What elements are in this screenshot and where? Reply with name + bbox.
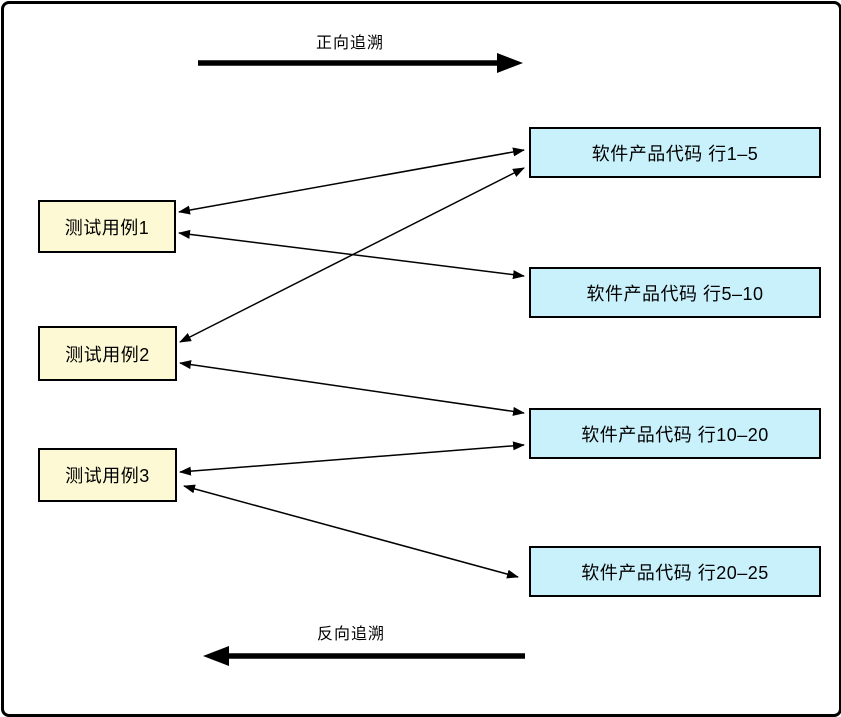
edge-tc3-code-10-20: [179, 441, 525, 476]
edge-tc1-code-5-10: [178, 229, 525, 280]
backward-trace-label: 反向追溯: [316, 626, 385, 643]
node-test-case-2: 测试用例2: [38, 326, 177, 381]
node-code-lines-1-5: 软件产品代码 行1–5: [529, 127, 821, 178]
node-code-lines-10-20: 软件产品代码 行10–20: [529, 408, 821, 459]
edge-tc2-code-1-5: [179, 167, 525, 343]
edge-tc2-code-10-20: [179, 360, 525, 416]
edge-tc1-code-1-5: [178, 147, 525, 215]
node-test-case-3: 测试用例3: [38, 448, 177, 502]
node-code-lines-5-10: 软件产品代码 行5–10: [529, 267, 821, 318]
node-test-case-1: 测试用例1: [38, 200, 176, 253]
edge-tc3-code-20-25: [183, 484, 519, 579]
forward-trace-label: 正向追溯: [315, 35, 384, 52]
trace-edges: [178, 147, 525, 579]
node-code-lines-20-25: 软件产品代码 行20–25: [529, 546, 821, 597]
